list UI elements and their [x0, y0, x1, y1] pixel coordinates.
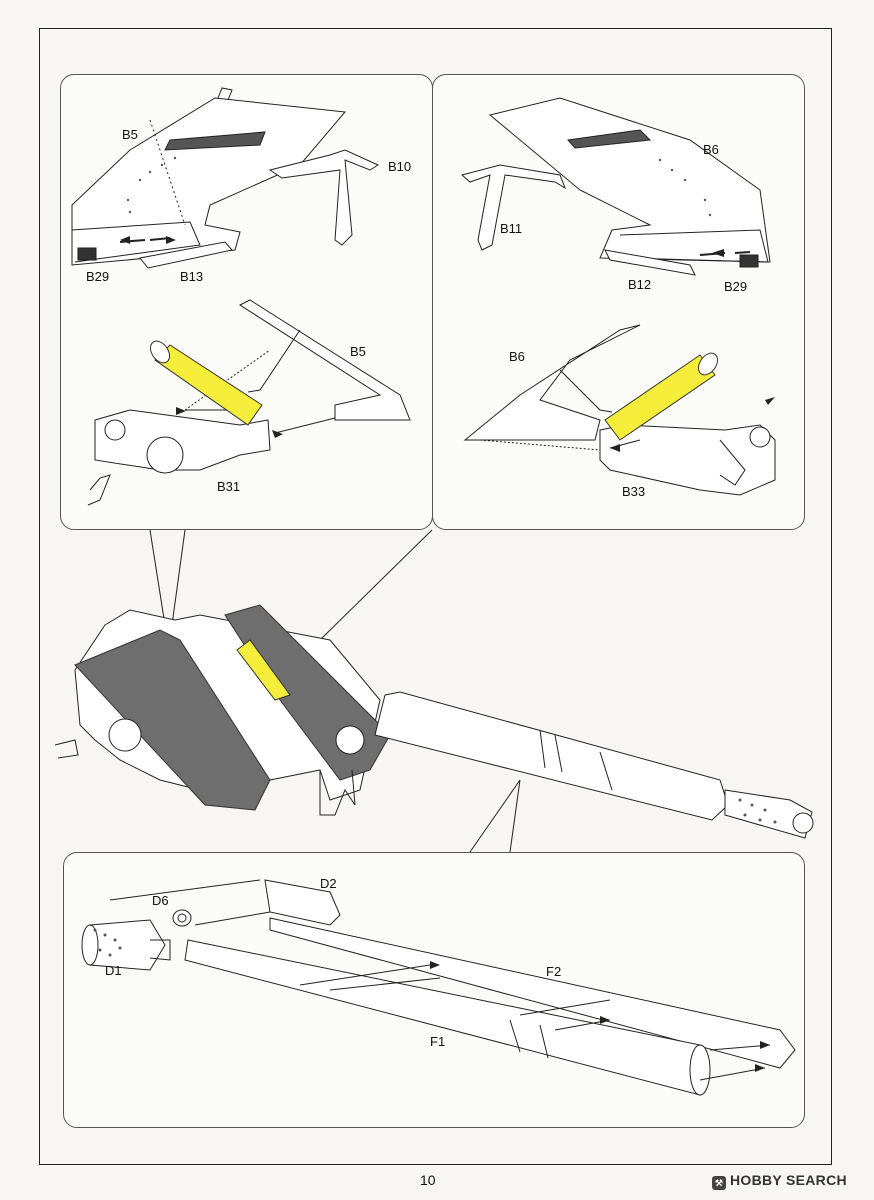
label-b6-top: B6	[703, 142, 719, 157]
part-b6-shield	[488, 97, 771, 263]
part-b10	[268, 149, 380, 246]
yellow-roller-b33	[604, 354, 716, 441]
label-b11: B11	[500, 221, 523, 236]
part-d1	[89, 919, 166, 971]
label-d6: D6	[152, 893, 169, 908]
part-b33-cradle	[599, 424, 776, 496]
label-d2: D2	[320, 876, 337, 891]
label-b33: B33	[622, 484, 646, 499]
watermark-text: HOBBY SEARCH	[730, 1172, 847, 1188]
label-d1: D1	[105, 963, 122, 978]
label-b29-right: B29	[724, 279, 748, 294]
barrel	[374, 691, 729, 821]
label-f1: F1	[430, 1034, 446, 1049]
yellow-roller-b31	[154, 344, 263, 426]
armor-plate-left	[74, 629, 271, 811]
label-f2: F2	[546, 964, 562, 979]
part-b13	[139, 241, 233, 269]
watermark: ⚒ HOBBY SEARCH	[712, 1172, 847, 1190]
yellow-part-installed	[236, 639, 291, 701]
label-b29-left: B29	[86, 269, 110, 284]
label-b31: B31	[217, 479, 241, 494]
part-b11	[460, 164, 566, 251]
label-b10: B10	[388, 159, 412, 174]
part-f2-upper	[269, 917, 796, 1069]
label-b5-top: B5	[122, 127, 138, 142]
label-b5-bottom: B5	[350, 344, 366, 359]
hobby-search-logo-icon: ⚒	[712, 1176, 726, 1190]
page-number: 10	[420, 1172, 436, 1188]
part-b31-cradle	[94, 409, 271, 471]
page-frame	[39, 28, 832, 1165]
part-b12	[604, 249, 696, 276]
label-b6-bottom: B6	[509, 349, 525, 364]
label-b13: B13	[180, 269, 204, 284]
part-b5-shield	[71, 97, 346, 266]
label-b12: B12	[628, 277, 652, 292]
part-d2	[264, 879, 341, 926]
